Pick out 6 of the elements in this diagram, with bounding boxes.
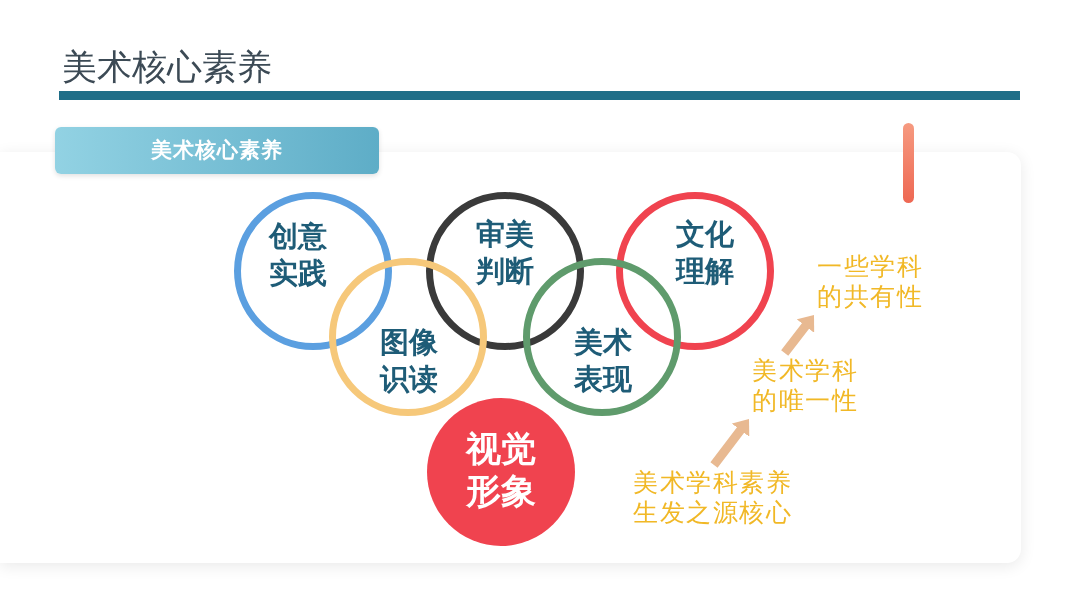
page-title: 美术核心素养: [62, 47, 272, 89]
section-tab: 美术核心素养: [55, 127, 379, 174]
note-text: 美术学科素养生发之源核心: [633, 468, 795, 528]
note-text: 美术学科的唯一性: [752, 356, 861, 416]
note-text: 一些学科的共有性: [817, 252, 926, 312]
filled-circle: 视觉形象: [427, 398, 575, 546]
